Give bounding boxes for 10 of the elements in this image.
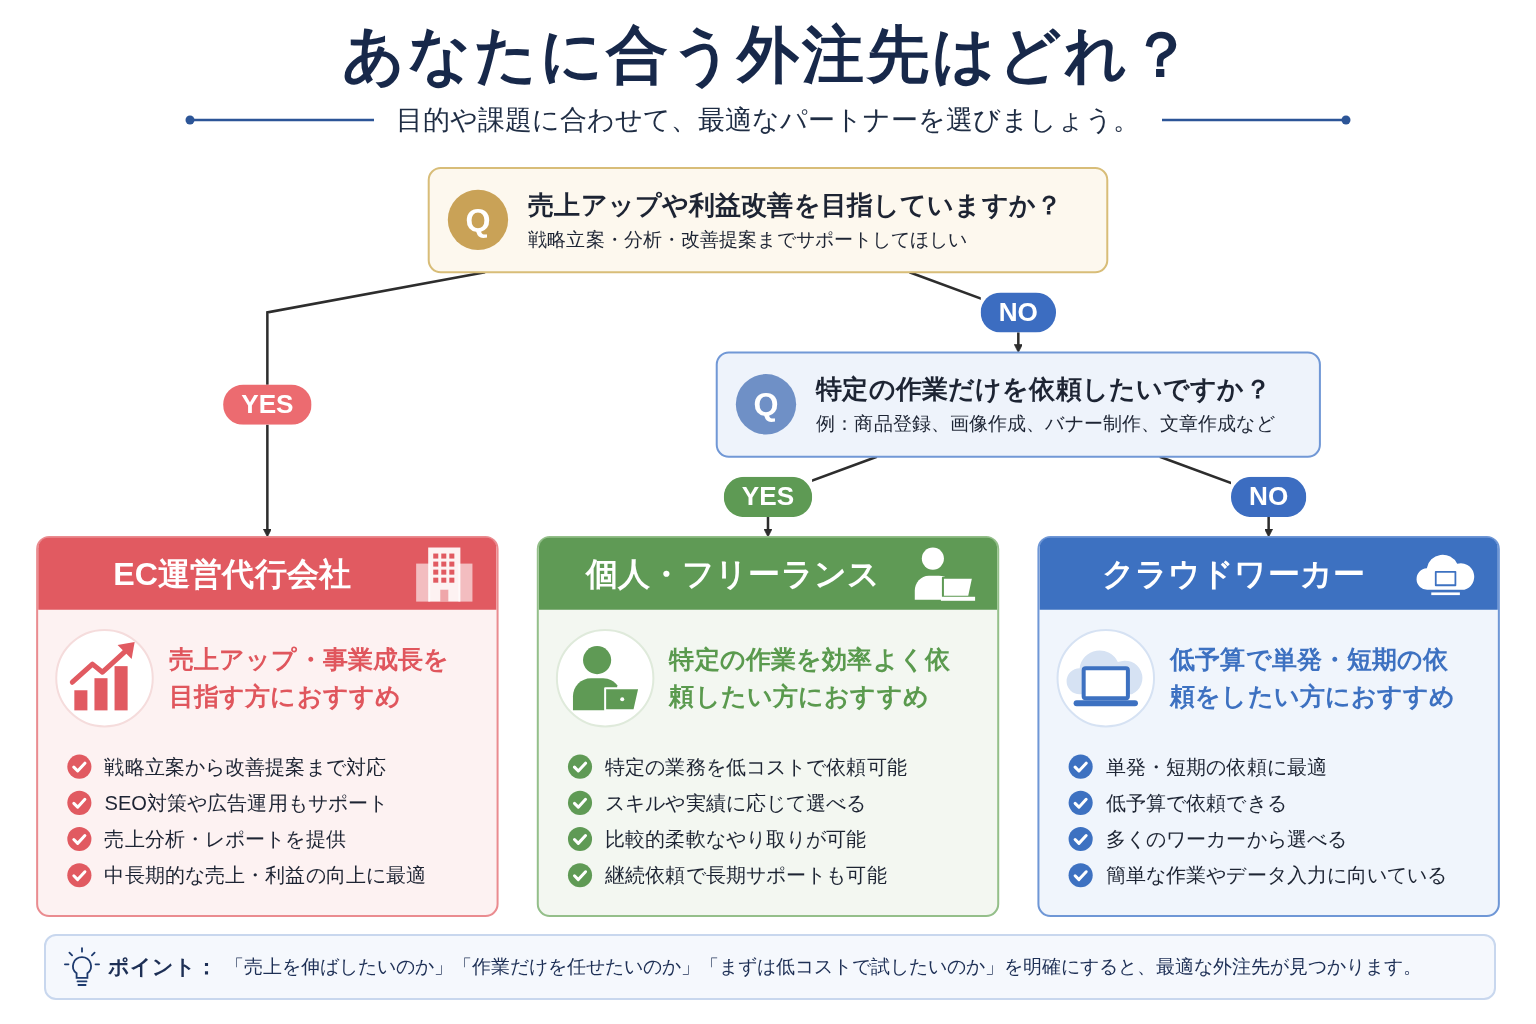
title: あなたに合う外注先はどれ？ <box>340 19 1196 91</box>
edge-label: NO <box>1230 476 1307 517</box>
node-box: Q 売上アップや利益改善を目指していますか？ 戦略立案・分析・改善提案までサポートしてほしい <box>427 167 1109 274</box>
tip-heading: ポイント： <box>108 954 217 980</box>
node-box: Q 特定の作業だけを依頼したいですか？ 例：商品登録、画像作成、バナー制作、文章作成など <box>715 351 1321 458</box>
edge-label: NO <box>980 292 1056 333</box>
edge-label: YES <box>223 384 312 425</box>
edge-label: YES <box>723 476 813 517</box>
subtitle: 目的や課題に合わせて、最適なパートナーを選びましょう。 <box>396 104 1140 137</box>
tip-text: 「売上を伸ばしたいのか」「作業だけを任せたいのか」「まずは低コストで試したいのか」を明確にすると、最適な外注先が見つかります。 <box>225 955 1422 979</box>
